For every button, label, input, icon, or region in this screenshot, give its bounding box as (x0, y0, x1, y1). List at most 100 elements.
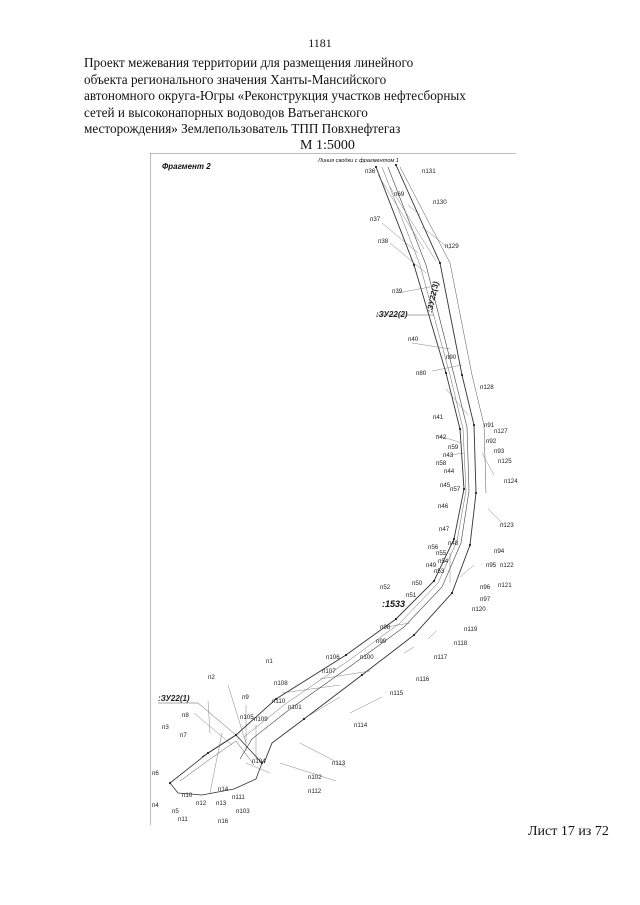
point-label: п112 (308, 788, 322, 795)
point-label: п69 (394, 191, 405, 198)
point-label: п92 (486, 438, 497, 445)
point-label: п131 (422, 168, 436, 175)
point-label: п108 (274, 680, 288, 687)
point-label: п100 (360, 654, 374, 661)
point-label: п124 (504, 478, 518, 485)
point-label: п113 (332, 760, 346, 767)
point-label: п107 (322, 668, 336, 675)
point-label: п117 (434, 654, 448, 661)
point-label: п130 (433, 199, 447, 206)
corridor-outer-side-line (399, 166, 487, 494)
point-label: п80 (416, 370, 427, 377)
point-label: п2 (208, 674, 215, 681)
point-label: п6 (152, 770, 159, 777)
point-label: п109 (254, 716, 268, 723)
point-label: п91 (484, 422, 495, 429)
point-label: п52 (380, 584, 391, 591)
point-label: п50 (412, 580, 423, 587)
point-label: п101 (288, 704, 302, 711)
title-line: сетей и высоконапорных водоводов Ватьега… (84, 104, 368, 120)
point-label: п103 (236, 808, 250, 815)
point-label: п95 (486, 562, 497, 569)
point-label: п49 (426, 562, 437, 569)
point-label: п5 (172, 808, 179, 815)
match-line-label: Линия сводки с фрагментом 1 (317, 158, 399, 164)
point-label: п99 (376, 638, 387, 645)
point-label: п47 (439, 526, 450, 533)
point-label: п121 (498, 582, 512, 589)
point-label: п114 (354, 722, 368, 729)
point-label: п127 (494, 428, 508, 435)
survey-map: Фрагмент 2 Линия сводки с фрагментом 1 :… (150, 153, 520, 825)
point-label: п59 (448, 444, 459, 451)
point-label: п4 (152, 802, 159, 809)
page-number: 1181 (308, 36, 332, 50)
corridor-outer-boundary (263, 164, 477, 764)
point-label: п14 (218, 786, 229, 793)
point-label: п58 (436, 460, 447, 467)
point-label: п94 (494, 548, 505, 555)
point-label: п110 (272, 698, 286, 705)
point-label: п8 (182, 712, 189, 719)
point-label: п54 (438, 558, 449, 565)
fragment-title: Фрагмент 2 (162, 162, 211, 171)
point-label: п7 (180, 732, 187, 739)
point-label: п42 (436, 434, 447, 441)
point-label: п39 (392, 288, 403, 295)
leader-lines (193, 174, 505, 794)
point-label: п53 (434, 568, 445, 575)
point-label: п40 (408, 336, 419, 343)
point-label: п97 (480, 596, 491, 603)
point-label: п43 (443, 452, 454, 459)
point-label: п96 (480, 584, 491, 591)
point-label: п41 (433, 414, 444, 421)
map-scale: М 1:5000 (300, 138, 355, 153)
point-label: п118 (454, 640, 468, 647)
title-line: Проект межевания территории для размещен… (84, 55, 414, 70)
vertex-dots (168, 163, 478, 785)
parcel-label: :1533 (382, 599, 405, 609)
title-line: месторождения» Землепользователь ТПП Пов… (84, 121, 401, 136)
zone-label-leader (197, 702, 237, 736)
point-label: п13 (216, 800, 227, 807)
pipeline-centerline-1 (239, 166, 470, 760)
point-label: п123 (500, 522, 514, 529)
point-label: п119 (464, 626, 478, 633)
point-label: п45 (440, 482, 451, 489)
point-label: п51 (406, 592, 417, 599)
point-label: п12 (196, 800, 207, 807)
parcel-zu22-1-boundary (169, 734, 263, 796)
title-line: автономного округа-Югры «Реконструкция у… (84, 88, 466, 103)
point-label: п44 (444, 468, 455, 475)
point-label: п122 (500, 562, 514, 569)
title-line: объекта регионального значения Ханты-Ман… (84, 71, 387, 87)
point-label: п9 (242, 694, 249, 701)
point-label: п120 (472, 606, 486, 613)
point-label: п48 (448, 540, 459, 547)
point-label: п105 (240, 714, 254, 721)
corridor-inner-boundary (201, 166, 465, 758)
point-label: п16 (218, 818, 229, 825)
point-label: п90 (446, 354, 457, 361)
point-label: п1 (266, 658, 273, 665)
point-label: п38 (378, 238, 389, 245)
point-label: п106 (326, 654, 340, 661)
point-label: п116 (416, 676, 430, 683)
point-label: п11 (178, 816, 188, 823)
point-label: п55 (436, 550, 447, 557)
pipeline-centerline-2 (243, 166, 467, 738)
point-label: п115 (390, 690, 404, 697)
point-label: п128 (480, 384, 494, 391)
point-label: п3 (162, 724, 169, 731)
survey-map-drawing: Фрагмент 2 Линия сводки с фрагментом 1 :… (150, 153, 518, 825)
point-label: п111 (232, 794, 245, 801)
point-label: п57 (450, 486, 461, 493)
point-label: п37 (370, 216, 381, 223)
point-label: п10 (182, 792, 193, 799)
point-label: п98 (380, 624, 391, 631)
point-label: п102 (308, 774, 322, 781)
zone-label-zu22-2: :ЗУ22(2) (376, 310, 408, 319)
parcel-inner-line (179, 740, 255, 782)
point-label: п56 (428, 544, 439, 551)
point-label: п36 (365, 168, 376, 175)
